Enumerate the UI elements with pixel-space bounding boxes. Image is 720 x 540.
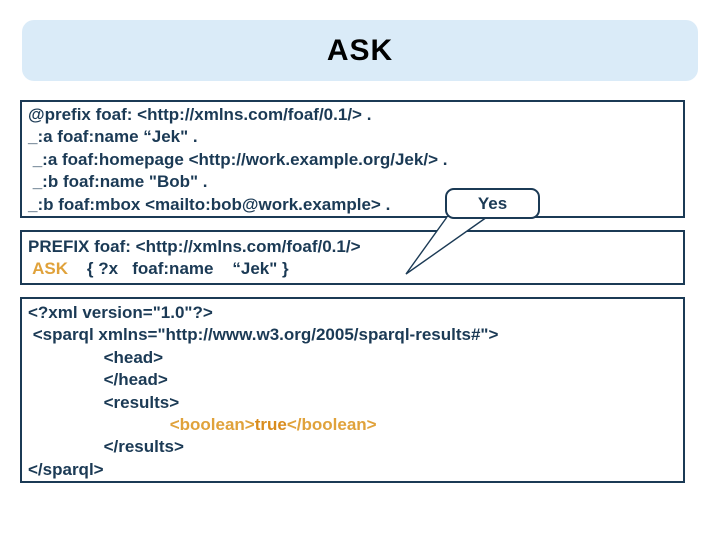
rdf-line-name-jek: _:a foaf:name “Jek" . — [28, 127, 198, 147]
title-banner: ASK — [22, 20, 698, 81]
query-line-ask: ASK { ?x foaf:name “Jek" } — [28, 258, 677, 280]
xml-line-results-open: <results> — [28, 392, 180, 412]
ask-pattern: { ?x foaf:name “Jek" } — [68, 259, 289, 278]
xml-line-sparql-open: <sparql xmlns="http://www.w3.org/2005/sp… — [28, 325, 499, 345]
boolean-open-tag: <boolean> — [169, 415, 255, 435]
rdf-line-homepage: _:a foaf:homepage <http://work.example.o… — [28, 149, 448, 169]
ask-keyword: ASK — [28, 259, 68, 278]
xml-line-declaration: <?xml version="1.0"?> — [28, 303, 213, 322]
yes-callout-label: Yes — [477, 193, 508, 213]
xml-line-head-close: </head> — [28, 370, 168, 390]
rdf-data-box: @prefix foaf: <http://xmlns.com/foaf/0.1… — [20, 100, 685, 218]
yes-callout: Yes — [445, 188, 540, 219]
xml-line-results-close: </results> — [28, 437, 184, 457]
page-title: ASK — [326, 33, 394, 67]
sparql-query-box: PREFIX foaf: <http://xmlns.com/foaf/0.1/… — [20, 230, 685, 285]
xml-line-boolean: <boolean>true</boolean> — [28, 414, 677, 436]
boolean-value: true — [254, 415, 287, 435]
rdf-line-name-bob: _:b foaf:name "Bob" . — [28, 172, 208, 192]
rdf-line-mbox: _:b foaf:mbox <mailto:bob@work.example> … — [28, 194, 391, 214]
xml-result-box: <?xml version="1.0"?> <sparql xmlns="htt… — [20, 297, 685, 483]
rdf-line-prefix: @prefix foaf: <http://xmlns.com/foaf/0.1… — [28, 105, 372, 124]
xml-line-sparql-close: </sparql> — [28, 459, 104, 479]
xml-line-head-open: <head> — [28, 347, 164, 367]
query-line-prefix: PREFIX foaf: <http://xmlns.com/foaf/0.1/… — [28, 237, 361, 256]
boolean-indent — [28, 415, 170, 434]
boolean-close-tag: </boolean> — [286, 415, 377, 435]
